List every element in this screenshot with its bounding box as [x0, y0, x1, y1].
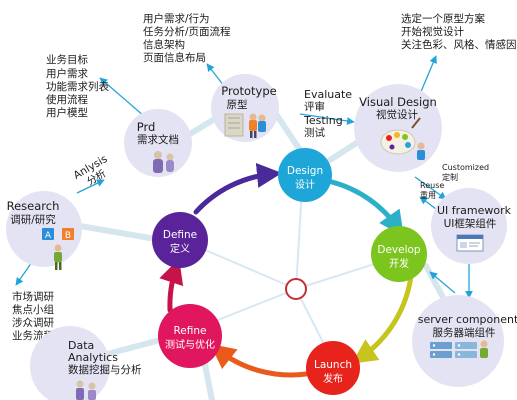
node-title: Data: [68, 339, 94, 352]
server-stack-icon: [430, 340, 488, 358]
arrow-define-to-design: [193, 162, 282, 215]
note: 市场调研: [12, 290, 54, 303]
node-subtitle: 视觉设计: [376, 108, 418, 121]
hub-title: Define: [163, 229, 197, 241]
arrow-refine-to-define: [159, 258, 184, 313]
hub-subtitle: 定义: [170, 242, 190, 255]
node-server-component: server component 服务器端组件: [412, 295, 517, 387]
hub-develop: Develop 开发: [371, 226, 427, 282]
svg-text:Testing: Testing: [303, 114, 343, 127]
prototype-notes: 用户需求/行为 任务分析/页面流程 信息架构 页面信息布局: [143, 12, 231, 64]
edge-label-customized: Customized 定制: [442, 163, 489, 182]
note: 选定一个原型方案: [401, 12, 485, 25]
node-subtitle: 数据挖掘与分析: [68, 363, 142, 376]
node-subtitle: 调研/研究: [10, 213, 56, 226]
center-ring: [285, 278, 307, 300]
blocks-and-figure-icon: A B: [42, 228, 74, 270]
pointer-arrows: [15, 55, 473, 299]
node-data-analytics: Data Analytics 数据挖掘与分析: [30, 326, 142, 400]
people-icon: [153, 151, 174, 173]
note: 页面信息布局: [143, 51, 206, 64]
node-bg: [30, 326, 110, 400]
node-subtitle: UI框架组件: [444, 217, 497, 230]
hub-title: Design: [287, 165, 323, 177]
svg-text:Customized: Customized: [442, 163, 489, 172]
svg-text:Evaluate: Evaluate: [304, 88, 352, 101]
node-title: server component: [418, 313, 517, 326]
hub-launch: Launch 发布: [306, 341, 360, 395]
edge-label-analysis: Anlysis 分析: [72, 153, 110, 188]
svg-text:A: A: [45, 231, 52, 241]
hub-title: Develop: [377, 244, 421, 256]
hub-subtitle: 发布: [323, 372, 343, 385]
node-bg: [431, 188, 507, 264]
note: 使用流程: [46, 93, 88, 106]
edge-label-testing: Testing 测试: [303, 114, 343, 139]
svg-text:Reuse: Reuse: [420, 181, 444, 190]
note: 功能需求列表: [46, 80, 109, 93]
hub-refine: Refine 测试与优化: [158, 304, 222, 368]
node-bg: [412, 295, 504, 387]
note: 业务目标: [46, 53, 88, 66]
node-title-2: Analytics: [68, 351, 118, 364]
node-subtitle: 服务器端组件: [433, 326, 496, 339]
node-prd: Prd 需求文档: [124, 109, 192, 177]
node-visual-design: Visual Design 视觉设计: [354, 84, 442, 172]
node-subtitle: 需求文档: [137, 133, 179, 146]
node-title: UI framework: [437, 204, 512, 217]
node-bg: [124, 109, 192, 177]
hub-subtitle: 开发: [389, 257, 409, 270]
node-subtitle: 原型: [227, 98, 248, 111]
svg-text:B: B: [65, 231, 71, 241]
note: 关注色彩、风格、情感因素: [401, 38, 517, 51]
building-with-people-icon: [224, 113, 266, 138]
note: 涉众调研: [12, 316, 54, 329]
note: 信息架构: [143, 38, 185, 51]
node-title: Visual Design: [359, 95, 437, 109]
svg-text:测试: 测试: [304, 126, 325, 139]
node-research: Research 调研/研究 A B: [6, 191, 82, 270]
note: 焦点小组: [12, 303, 54, 316]
hub-define: Define 定义: [152, 212, 208, 268]
svg-text:评审: 评审: [304, 100, 325, 113]
hub-subtitle: 设计: [295, 178, 315, 191]
note: 用户需求: [46, 67, 88, 80]
research-notes: 市场调研 焦点小组 涉众调研 业务流程: [12, 290, 54, 342]
hub-subtitle: 测试与优化: [165, 338, 215, 351]
edge-label-evaluate: Evaluate 评审: [304, 88, 352, 113]
paint-palette-icon: [380, 117, 425, 160]
node-title: Prototype: [221, 84, 276, 98]
node-ui-framework: UI framework UI框架组件: [431, 188, 512, 264]
arrow-launch-to-refine: [210, 343, 309, 378]
arrow-design-to-develop: [329, 179, 404, 237]
hub-title: Launch: [314, 359, 352, 371]
people-icon: [76, 380, 96, 400]
prd-notes: 业务目标 用户需求 功能需求列表 使用流程 用户模型: [46, 53, 109, 119]
node-prototype: Prototype 原型: [211, 74, 279, 142]
note: 用户需求/行为: [143, 12, 210, 25]
note: 任务分析/页面流程: [143, 25, 231, 38]
hub-design: Design 设计: [278, 148, 332, 202]
svg-text:定制: 定制: [442, 172, 458, 182]
node-title: Prd: [137, 120, 156, 134]
svg-text:重用: 重用: [420, 190, 436, 200]
note: 用户模型: [46, 106, 88, 119]
node-title: Research: [7, 199, 60, 213]
visual-design-notes: 选定一个原型方案 开始视觉设计 关注色彩、风格、情感因素: [401, 12, 517, 51]
hub-title: Refine: [173, 325, 206, 337]
note: 开始视觉设计: [401, 25, 464, 38]
edge-label-reuse: Reuse 重用: [420, 181, 444, 200]
window-icon: [456, 234, 484, 252]
